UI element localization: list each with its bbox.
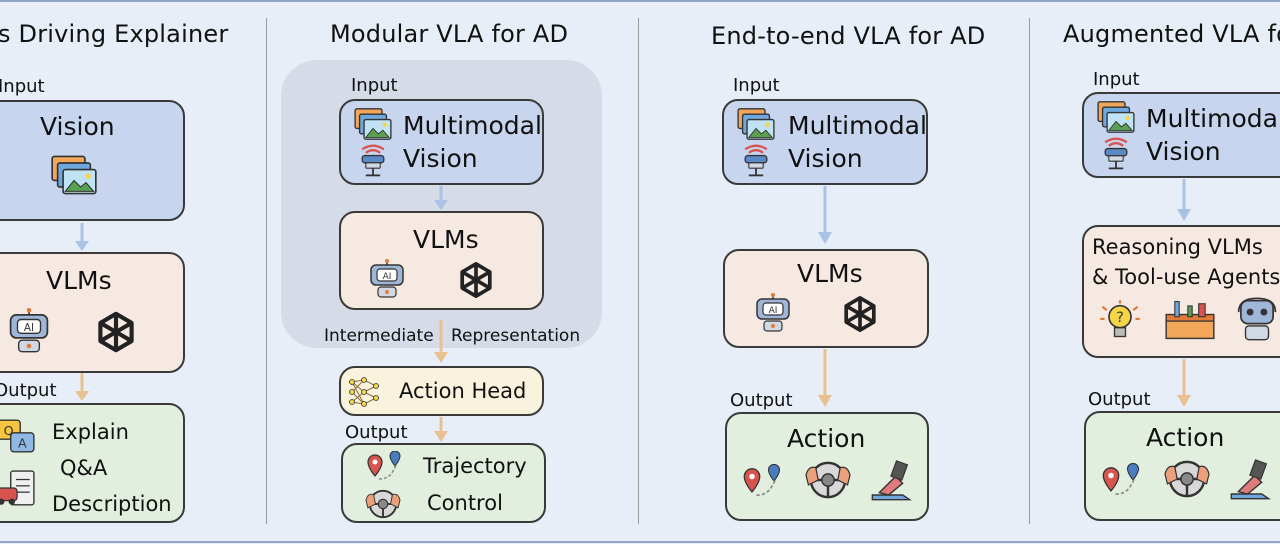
vision-box: Multimodal Vision [1082, 92, 1280, 178]
vlms-box: VLMs [339, 211, 544, 310]
action-head-label: Action Head [399, 379, 527, 403]
images-icon [737, 108, 775, 140]
images-icon [51, 155, 97, 195]
vision-line: Vision [788, 144, 863, 173]
panel-title: Augmented VLA fo [1063, 20, 1280, 48]
output-item: Trajectory [423, 454, 527, 478]
camera-sensor-icon [744, 144, 768, 177]
output-label: Output [1088, 389, 1151, 410]
representation-label: Representation [451, 326, 581, 346]
panel-divider-3 [1029, 18, 1030, 524]
vision-line: Vision [403, 144, 478, 173]
lightbulb-question-icon [1099, 299, 1141, 338]
steering-wheel-icon [804, 461, 852, 499]
openai-logo-icon [90, 306, 142, 358]
trajectory-pins-icon [367, 451, 401, 480]
action-head-box: Action Head [339, 366, 544, 416]
steering-wheel-icon [1163, 460, 1211, 498]
vision-line: Multimodal [788, 111, 927, 140]
vlms-box: VLMs [723, 249, 929, 348]
arrow-down [75, 373, 89, 401]
panel-title: End-to-end VLA for AD [711, 22, 986, 50]
pedal-icon [1230, 459, 1270, 500]
output-label: Output [0, 380, 57, 401]
input-label: Input [733, 75, 780, 96]
vlms-box: VLMs [0, 252, 185, 373]
panel-divider-1 [266, 18, 267, 524]
output-box: Trajectory Control [341, 443, 546, 523]
input-label: Input [351, 75, 398, 96]
vlms-label: VLMs [413, 225, 479, 254]
output-label: Output [345, 422, 408, 443]
robot-ai-icon [756, 292, 790, 332]
output-item: Explain [52, 420, 129, 444]
bottom-border [0, 541, 1280, 543]
agent-robot-icon [1237, 297, 1277, 341]
intermediate-label: Intermediate [324, 326, 434, 346]
trajectory-pins-icon [743, 464, 781, 497]
vision-box: Multimodal Vision [339, 99, 544, 185]
panel-title: Modular VLA for AD [330, 20, 569, 48]
openai-logo-icon [844, 296, 876, 332]
openai-logo-icon [460, 262, 492, 298]
toolbox-icon [1165, 300, 1215, 340]
robot-ai-icon [370, 258, 404, 298]
vision-box: Multimodal Vision [722, 99, 928, 185]
vision-box: Vision [0, 100, 185, 221]
trajectory-pins-icon [1102, 463, 1140, 496]
qa-chat-icon [0, 419, 35, 453]
camera-sensor-icon [361, 144, 385, 177]
input-label: Input [1093, 69, 1140, 90]
arrow-down [1177, 359, 1191, 407]
arrow-down [434, 186, 448, 210]
car-report-icon [0, 470, 35, 506]
output-box: Explain Q&A Description [0, 403, 185, 523]
action-label: Action [1146, 423, 1225, 452]
panel-title: s Driving Explainer [0, 20, 229, 48]
vision-line: Multimodal [1146, 104, 1280, 133]
steering-wheel-icon [365, 489, 401, 519]
action-box: Action [1084, 411, 1280, 521]
output-item: Q&A [60, 456, 108, 480]
reasoning-box: Reasoning VLMs & Tool-use Agents [1082, 225, 1280, 358]
output-item: Description [52, 492, 172, 516]
arrow-down [434, 417, 448, 442]
pedal-icon [871, 460, 911, 501]
vision-line: Vision [1146, 137, 1221, 166]
action-label: Action [787, 424, 866, 453]
vision-line: Multimodal [403, 111, 542, 140]
robot-ai-icon [9, 307, 49, 353]
output-item: Control [427, 491, 503, 515]
vision-label: Vision [40, 112, 115, 141]
neural-network-icon [349, 377, 379, 407]
images-icon [1097, 101, 1135, 133]
panel-divider-2 [638, 18, 639, 524]
vlms-label: VLMs [46, 266, 112, 295]
input-label: Input [0, 76, 45, 97]
arrow-down [75, 223, 89, 251]
arrow-down [818, 349, 832, 407]
output-label: Output [730, 390, 793, 411]
arrow-down [434, 320, 448, 363]
vlms-label: VLMs [797, 259, 863, 288]
images-icon [354, 108, 392, 140]
camera-sensor-icon [1104, 137, 1128, 170]
top-border [0, 0, 1280, 2]
arrow-down [818, 186, 832, 244]
action-box: Action [725, 412, 929, 521]
arrow-down [1177, 179, 1191, 221]
reasoning-line: Reasoning VLMs [1092, 235, 1263, 259]
reasoning-line: & Tool-use Agents [1092, 265, 1280, 289]
